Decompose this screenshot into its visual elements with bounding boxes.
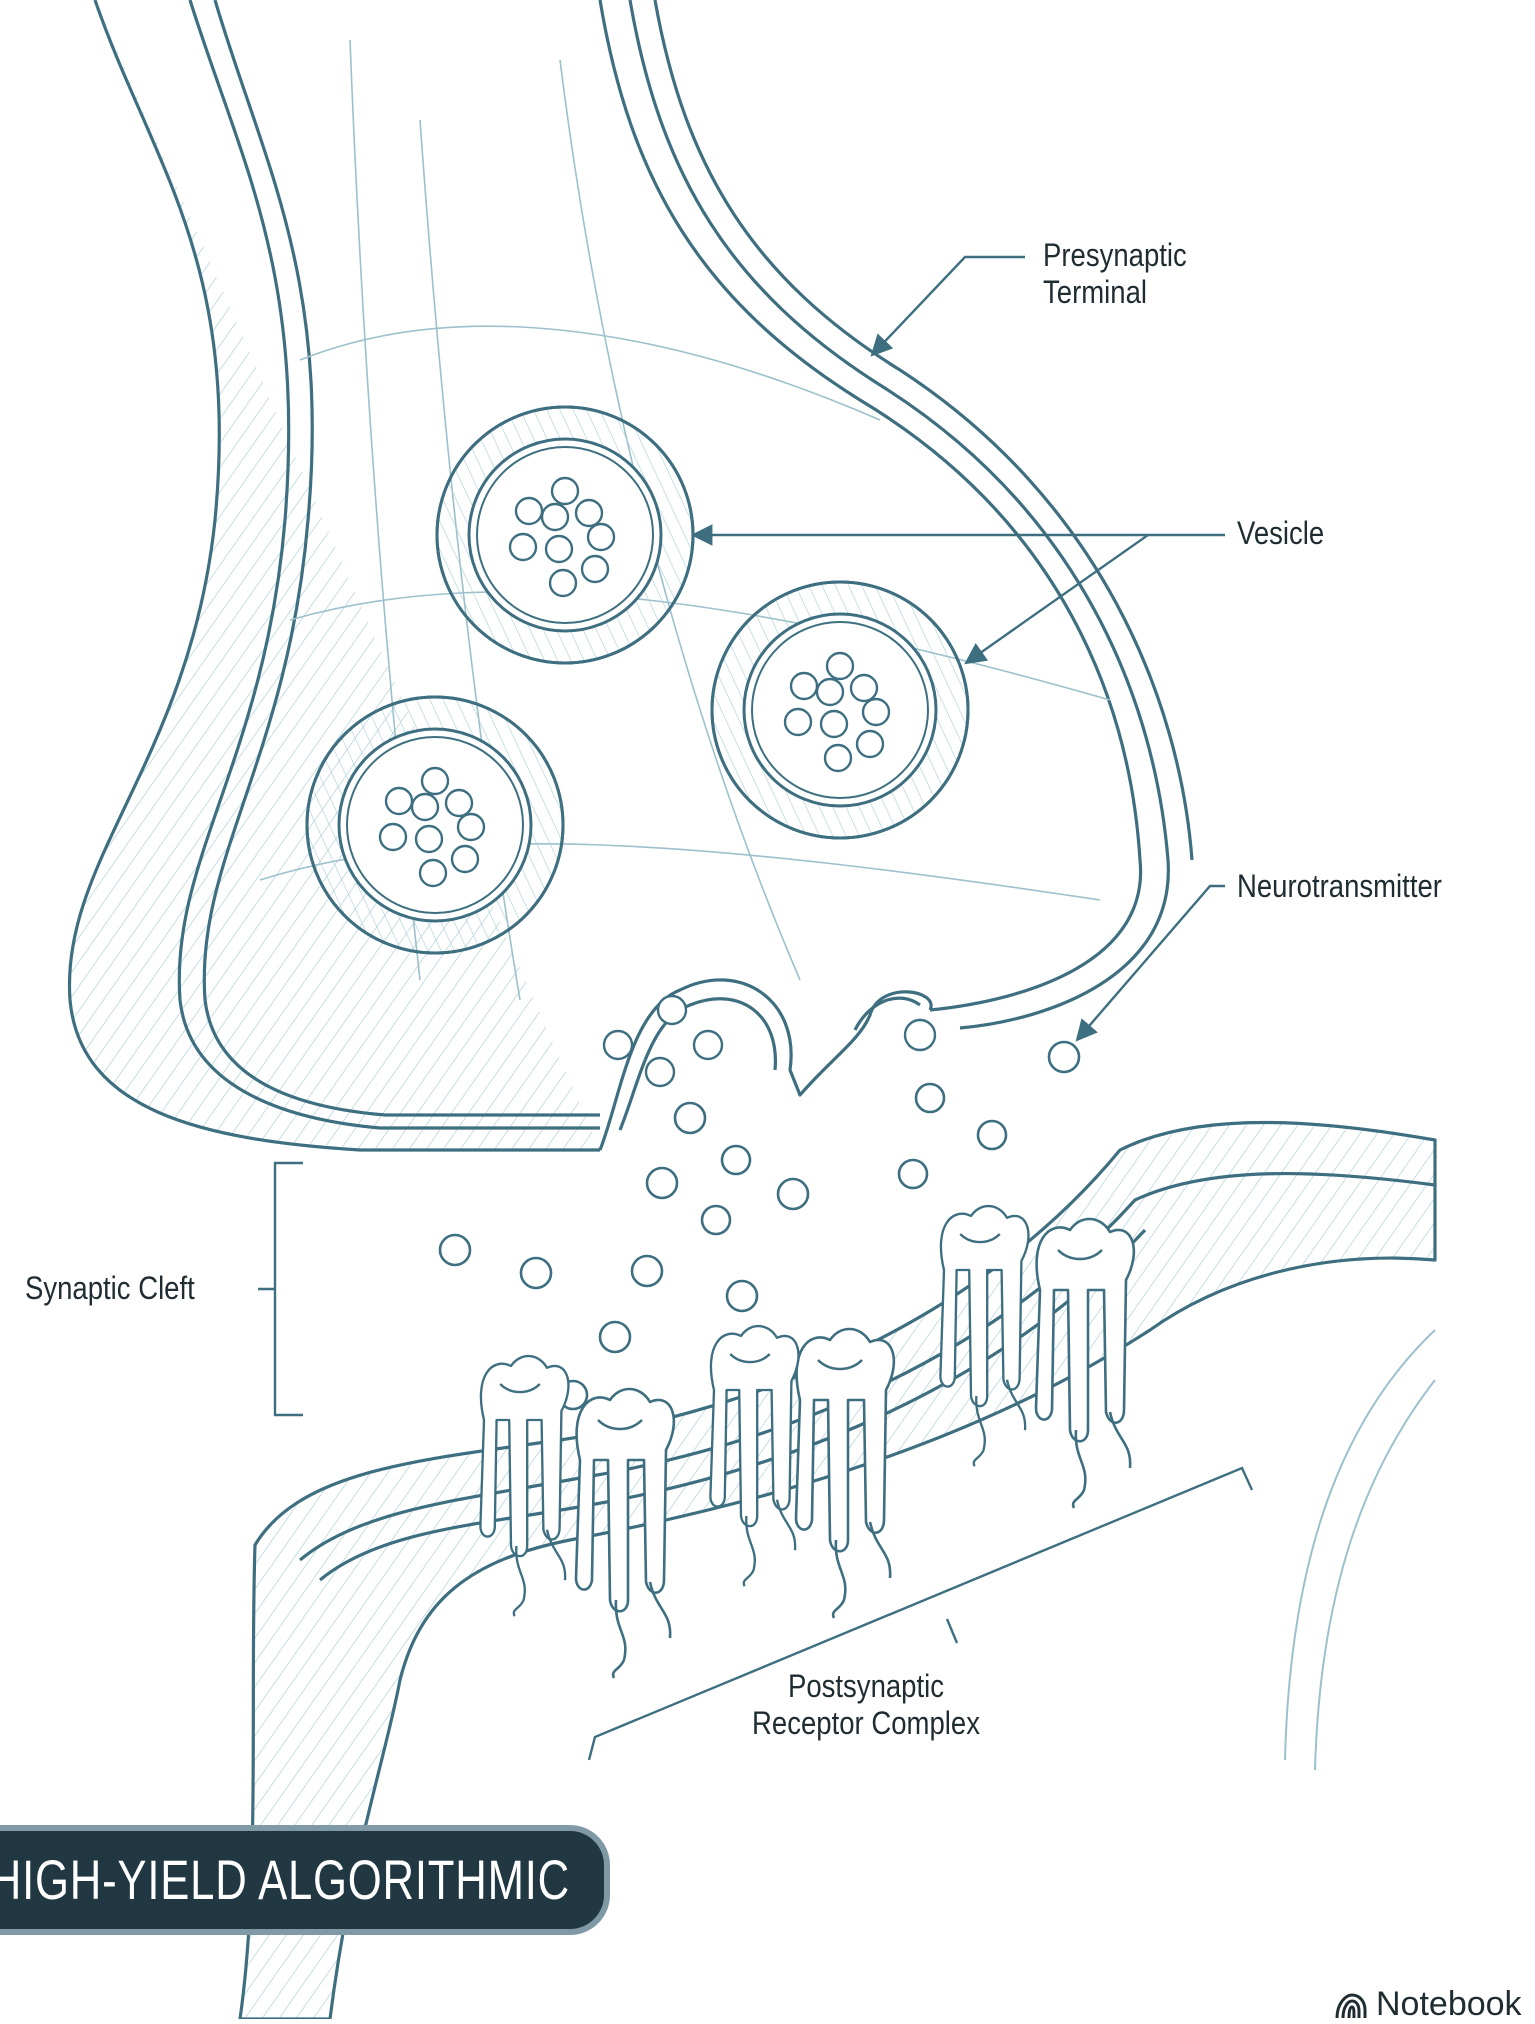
presynaptic-label-line1: Presynaptic xyxy=(1043,237,1187,274)
title-banner: T: HIGH-YIELD ALGORITHMIC xyxy=(0,1825,610,1935)
brand-text: Notebook xyxy=(1376,1985,1522,2023)
brand-watermark: Notebook xyxy=(1334,1985,1522,2024)
presynaptic-terminal-label: Presynaptic Terminal xyxy=(1043,237,1187,311)
vesicle xyxy=(437,407,693,663)
receptor xyxy=(796,1329,894,1618)
receptor xyxy=(710,1326,798,1586)
receptor xyxy=(480,1356,568,1616)
synaptic-cleft-label: Synaptic Cleft xyxy=(25,1270,195,1307)
neurotransmitter-label: Neurotransmitter xyxy=(1237,868,1442,905)
postsynaptic-label-line2: Receptor Complex xyxy=(737,1705,995,1742)
receptor xyxy=(576,1389,674,1678)
receptor xyxy=(1036,1219,1134,1508)
postsynaptic-label-line1: Postsynaptic xyxy=(737,1668,995,1705)
vesicle xyxy=(712,582,968,838)
vesicle xyxy=(307,697,563,953)
notebooklm-logo-icon xyxy=(1334,1991,1368,2021)
postsynaptic-receptor-label: Postsynaptic Receptor Complex xyxy=(737,1668,995,1742)
banner-text: T: HIGH-YIELD ALGORITHMIC xyxy=(0,1847,570,1912)
presynaptic-label-line2: Terminal xyxy=(1043,274,1187,311)
vesicle-label: Vesicle xyxy=(1237,515,1324,552)
